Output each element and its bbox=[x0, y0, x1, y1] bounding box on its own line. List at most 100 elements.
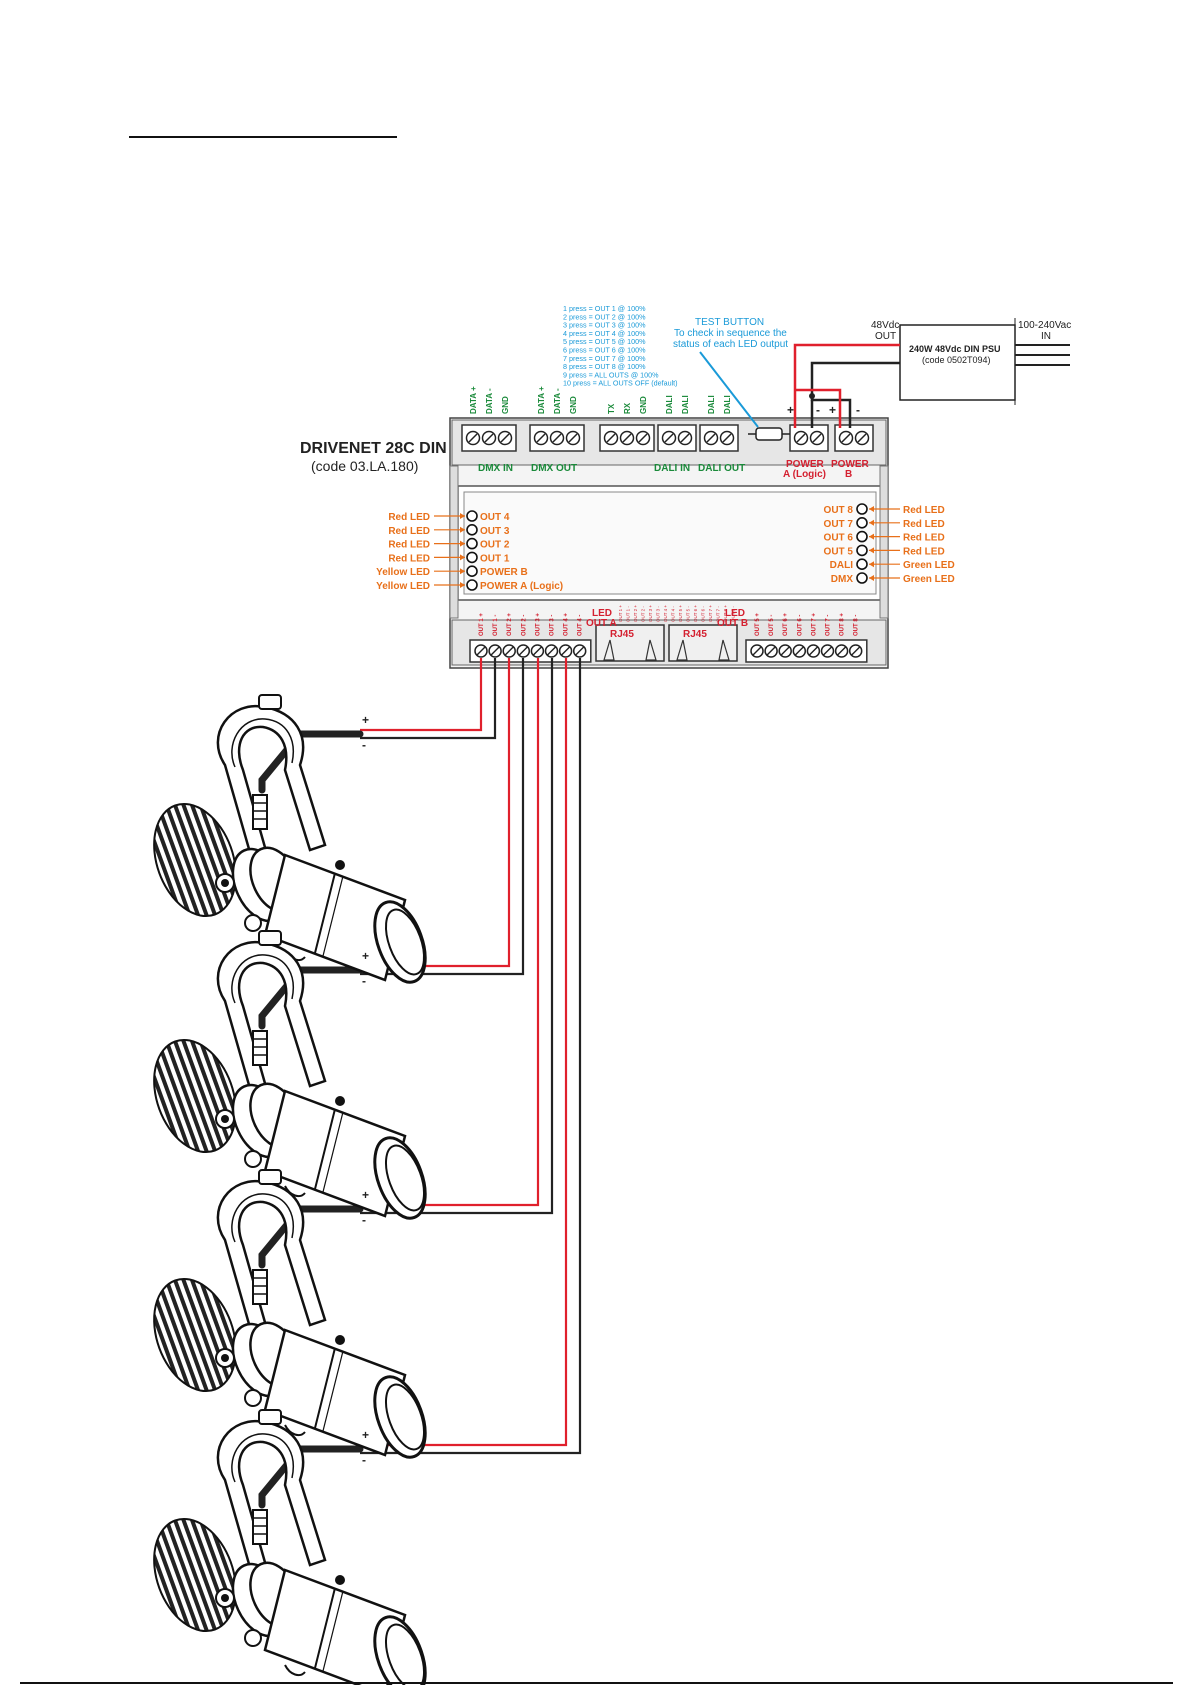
out-b-terminal-label: OUT 8 - bbox=[854, 615, 860, 636]
out-a-terminal-label: OUT 4 - bbox=[578, 615, 584, 636]
screw-terminal bbox=[838, 430, 854, 446]
indicator-out-label: DALI bbox=[830, 560, 854, 571]
indicator-led bbox=[466, 551, 478, 564]
test-press-item: 9 press = ALL OUTS @ 100% bbox=[563, 370, 659, 379]
top-terminal-label: DATA - bbox=[553, 388, 562, 414]
fixture-4-minus: - bbox=[362, 1453, 366, 1467]
indicator-led bbox=[466, 579, 478, 591]
indicator-led bbox=[856, 558, 868, 571]
label-dali-out: DALI OUT bbox=[698, 463, 745, 474]
din-device bbox=[449, 417, 889, 669]
screw-terminal bbox=[854, 430, 870, 446]
rj45-pin-label: OUT 1 + bbox=[618, 605, 623, 622]
out-b-terminal-label: OUT 6 + bbox=[783, 613, 789, 636]
rj45-pin-label: OUT 6 - bbox=[701, 606, 706, 622]
psu-code: (code 0502T094) bbox=[922, 355, 991, 365]
psu-in-label-1: 100-240Vac bbox=[1018, 320, 1071, 331]
top-terminal-label: TX bbox=[607, 403, 616, 414]
screw-terminal bbox=[565, 430, 581, 446]
power-a-plus: + bbox=[787, 403, 794, 417]
indicator-out-label: DMX bbox=[831, 574, 854, 585]
indicator-led bbox=[856, 530, 868, 543]
fixture-2-minus: - bbox=[362, 974, 366, 988]
fixture-4-plus: + bbox=[362, 1428, 369, 1442]
indicator-led-color: Yellow LED bbox=[376, 567, 430, 578]
screw-terminal bbox=[719, 430, 735, 446]
screw-terminal bbox=[677, 430, 693, 446]
screw-terminal bbox=[530, 644, 545, 658]
screw-terminal bbox=[778, 644, 792, 658]
rj45-pin-label: OUT 4 - bbox=[671, 606, 676, 622]
out-b-terminal-label: OUT 5 - bbox=[769, 615, 775, 636]
screw-terminal bbox=[516, 644, 531, 658]
screw-terminal bbox=[603, 430, 619, 446]
psu-in-label-2: IN bbox=[1041, 331, 1051, 342]
label-power-b-2: B bbox=[845, 469, 852, 480]
device-title: DRIVENET 28C DIN bbox=[300, 440, 447, 457]
label-led-out-a-2: OUT A bbox=[586, 618, 617, 629]
test-press-item: 1 press = OUT 1 @ 100% bbox=[563, 304, 646, 313]
indicator-led bbox=[856, 516, 868, 529]
rj45-sockets bbox=[595, 624, 738, 662]
test-press-item: 2 press = OUT 2 @ 100% bbox=[563, 312, 646, 321]
screw-terminal bbox=[502, 644, 516, 658]
test-press-item: 3 press = OUT 3 @ 100% bbox=[563, 321, 646, 330]
label-led-out-b-2: OUT B bbox=[717, 618, 748, 629]
psu-out-label-2: OUT bbox=[875, 331, 896, 342]
out-a-terminal-label: OUT 1 - bbox=[493, 615, 499, 636]
screw-terminal bbox=[465, 430, 481, 446]
screw-terminal bbox=[572, 644, 587, 658]
fixture-3-plus: + bbox=[362, 1188, 369, 1202]
psu-box bbox=[899, 324, 1016, 401]
rj45-pin-label: OUT 4 + bbox=[663, 605, 668, 622]
screw-terminal bbox=[848, 644, 863, 658]
screw-terminal bbox=[834, 644, 849, 658]
label-rj45-2: RJ45 bbox=[683, 629, 707, 640]
test-press-item: 10 press = ALL OUTS OFF (default) bbox=[563, 379, 678, 388]
indicator-led-color: Red LED bbox=[388, 540, 430, 551]
screw-terminal bbox=[809, 430, 825, 446]
rj45-pin-label: OUT 6 + bbox=[693, 605, 698, 622]
indicator-led bbox=[466, 523, 478, 536]
rj45-pin-label: OUT 2 + bbox=[633, 605, 638, 622]
screw-terminal bbox=[488, 644, 502, 658]
label-dmx-in: DMX IN bbox=[478, 463, 513, 474]
rj45-pin-label: OUT 3 + bbox=[648, 605, 653, 622]
out-a-terminal-label: OUT 3 + bbox=[535, 613, 541, 636]
screw-terminal bbox=[820, 644, 835, 658]
top-terminal-label: DATA + bbox=[537, 386, 546, 414]
fixture-3-minus: - bbox=[362, 1213, 366, 1227]
indicator-led-color: Red LED bbox=[388, 526, 430, 537]
indicator-led-color: Red LED bbox=[903, 533, 945, 544]
fixture-1-plus: + bbox=[362, 713, 369, 727]
indicator-out-label: OUT 3 bbox=[480, 526, 510, 537]
out-a-terminal-label: OUT 2 - bbox=[521, 615, 527, 636]
test-button-icon bbox=[748, 427, 790, 441]
label-dmx-out: DMX OUT bbox=[531, 463, 577, 474]
indicator-out-label: OUT 7 bbox=[824, 519, 854, 530]
top-terminal-label: GND bbox=[569, 396, 578, 414]
screw-terminal bbox=[619, 430, 635, 446]
screw-terminal bbox=[481, 430, 497, 446]
top-terminal-label: DATA - bbox=[485, 388, 494, 414]
indicator-led bbox=[856, 503, 868, 515]
indicator-led-color: Red LED bbox=[388, 553, 430, 564]
psu-ac-input-wires bbox=[1015, 344, 1070, 366]
fixture-1-minus: - bbox=[362, 738, 366, 752]
screw-terminal bbox=[793, 430, 809, 446]
terminal-block bbox=[745, 639, 868, 663]
device-code: (code 03.LA.180) bbox=[311, 458, 418, 474]
indicator-out-label: OUT 6 bbox=[824, 533, 854, 544]
power-a-minus: - bbox=[816, 403, 820, 417]
indicator-led bbox=[856, 544, 868, 557]
fixture-cables bbox=[258, 730, 364, 1509]
screw-terminal bbox=[533, 430, 549, 446]
screw-terminal bbox=[703, 430, 719, 446]
label-rj45-1: RJ45 bbox=[610, 629, 634, 640]
label-power-a-2: A (Logic) bbox=[783, 469, 826, 480]
power-b-plus: + bbox=[829, 403, 836, 417]
indicator-led-color: Green LED bbox=[903, 574, 955, 585]
top-terminal-label: DALI bbox=[681, 395, 690, 414]
indicator-led bbox=[466, 537, 478, 550]
